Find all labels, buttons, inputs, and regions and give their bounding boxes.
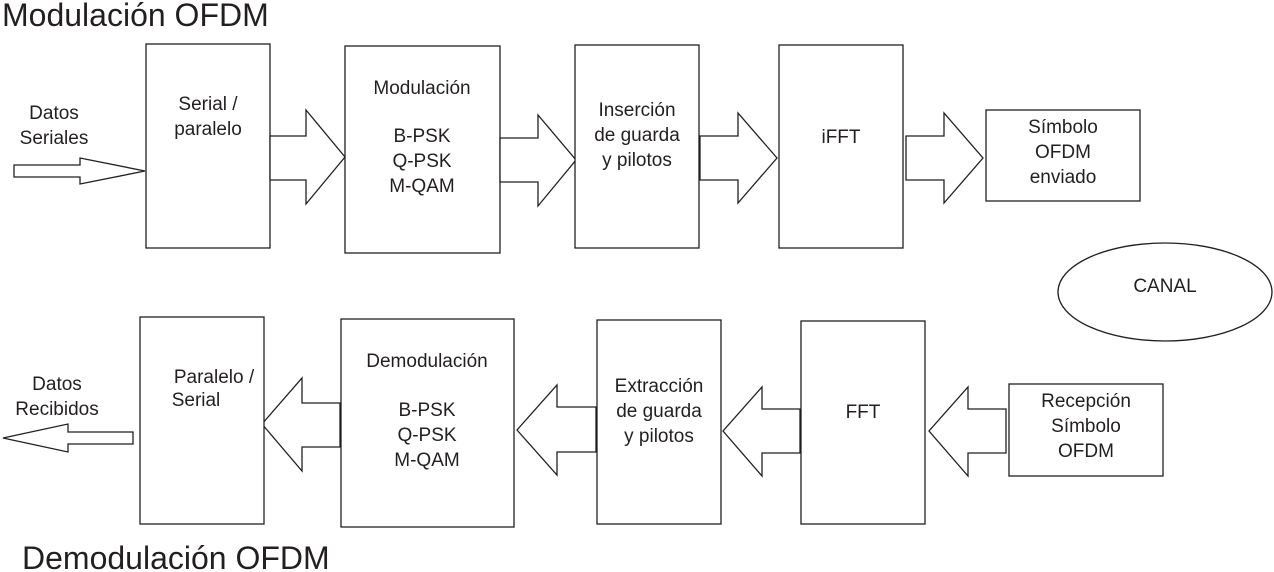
recepcion-label-line-1: Recepción [1041,391,1131,412]
arrow-insercion-to-ifft [699,111,778,205]
demodulacion-scheme-mqam: M-QAM [394,450,459,471]
arrow-ifft-to-simbolo [905,111,984,205]
arrow-fft-to-extraccion [722,385,801,478]
simbolo-enviado-block [985,109,1141,202]
paralelo-serial-block [139,316,265,525]
output-label-line-1: Datos [32,374,82,395]
paralelo-serial-label-line-2: Serial [172,390,221,411]
output-label-line-2: Recibidos [15,399,98,420]
canal-label: CANAL [1133,276,1196,297]
ifft-block [778,44,904,249]
serial-paralelo-label-line-2: paralelo [174,119,242,140]
ifft-label: iFFT [821,127,860,148]
demodulacion-block [340,318,515,528]
serial-paralelo-block [145,43,271,249]
extraccion-label-line-3: y pilotos [624,426,694,447]
modulacion-title-label: Modulación [373,78,470,99]
demodulation-title: Demodulación OFDM [22,540,330,572]
output-data-arrow [2,423,134,453]
fft-block [800,320,926,525]
arrow-demodulacion-to-paralelo [261,376,341,473]
insercion-block [574,44,700,249]
extraccion-block [596,319,722,525]
demodulacion-scheme-qpsk: Q-PSK [397,425,456,446]
recepcion-block [1008,383,1164,477]
insercion-label-line-1: Inserción [598,100,675,121]
simbolo-enviado-label-line-3: enviado [1030,167,1097,188]
arrow-extraccion-to-demodulacion [516,383,597,477]
modulacion-scheme-mqam: M-QAM [389,176,454,197]
insercion-label-line-3: y pilotos [602,150,672,171]
modulacion-scheme-qpsk: Q-PSK [392,151,451,172]
fft-label: FFT [846,402,881,423]
modulation-title: Modulación OFDM [2,0,269,33]
canal-ellipse [1057,242,1273,342]
arrow-modulacion-to-insercion [499,113,577,208]
simbolo-enviado-label-line-2: OFDM [1035,142,1091,163]
simbolo-enviado-label-line-1: Símbolo [1028,117,1098,138]
modulacion-block [344,45,501,254]
input-label-line-2: Seriales [20,128,89,149]
input-label-line-1: Datos [29,103,79,124]
insercion-label-line-2: de guarda [594,125,680,146]
demodulacion-title-label: Demodulación [366,351,487,372]
extraccion-label-line-1: Extracción [615,376,704,397]
input-data-arrow [13,157,146,185]
paralelo-serial-label-line-1: Paralelo / [174,367,255,388]
arrow-serial-to-modulacion [269,108,346,206]
extraccion-label-line-2: de guarda [616,401,702,422]
modulacion-scheme-bpsk: B-PSK [393,126,450,147]
serial-paralelo-label-line-1: Serial / [178,94,238,115]
arrow-recepcion-to-fft [928,385,1007,478]
recepcion-label-line-3: OFDM [1058,441,1114,462]
recepcion-label-line-2: Símbolo [1051,416,1121,437]
demodulacion-scheme-bpsk: B-PSK [398,400,455,421]
